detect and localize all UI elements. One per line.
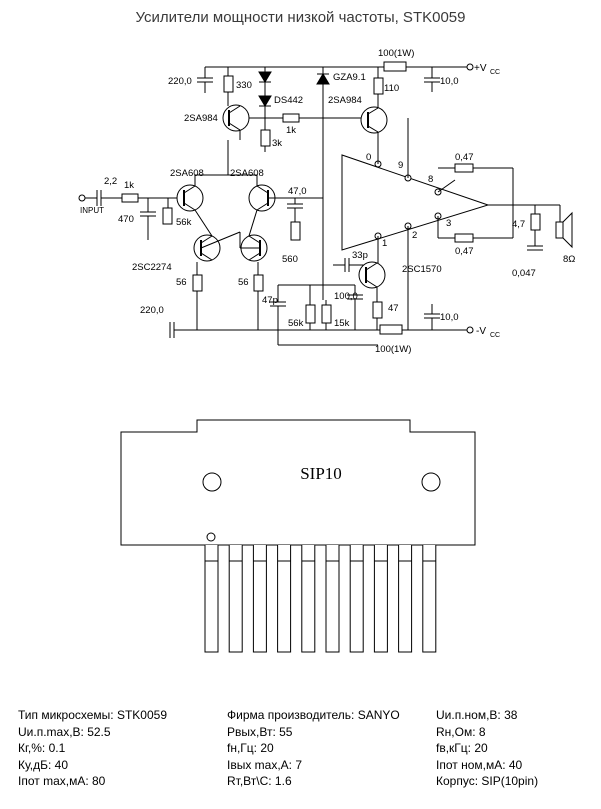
- page-title: Усилители мощности низкой частоты, STK00…: [135, 9, 466, 26]
- label-r330: 330: [236, 80, 252, 91]
- label-c33p: 33p: [352, 250, 368, 261]
- package-pin: [349, 545, 364, 653]
- label-r56-right: 56: [238, 277, 249, 288]
- package-pin: [204, 545, 219, 653]
- package-pin: [398, 545, 413, 653]
- label-vcc-neg-sub: CC: [490, 332, 500, 339]
- spec-item: Iпот ном,мА: 40: [436, 757, 523, 772]
- spec-item: Тип микросхемы: STK0059: [18, 708, 168, 722]
- label-c47: 47,0: [288, 186, 307, 197]
- mount-hole-left: [202, 472, 222, 492]
- spec-item: Iвых max,А: 7: [227, 757, 303, 772]
- label-r56k-b: 56k: [288, 318, 304, 329]
- label-c100: 100,0: [334, 291, 358, 302]
- amplifier-schematic: [78, 61, 573, 346]
- pin1-marker: [206, 532, 216, 542]
- label-input: INPUT: [80, 206, 104, 215]
- label-r15k: 15k: [334, 318, 350, 329]
- label-pin1: 1: [382, 238, 387, 249]
- label-gza: GZA9.1: [333, 72, 366, 83]
- label-ds442: DS442: [274, 95, 303, 106]
- label-r47: 47: [388, 303, 399, 314]
- spec-item: Rн,Ом: 8: [436, 724, 486, 739]
- spec-item: fн,Гц: 20: [227, 741, 274, 755]
- label-r560: 560: [282, 254, 298, 265]
- power-stage-block: [341, 154, 490, 251]
- label-speaker: 8Ω: [563, 254, 575, 265]
- spec-item: Pвых,Вт: 55: [227, 724, 293, 739]
- package-pin: [252, 545, 267, 653]
- spec-column-3: Uи.п.ном,В: 38 Rн,Ом: 8 fв,кГц: 20 Iпот …: [436, 707, 538, 790]
- label-vcc-pos: +V: [474, 63, 487, 74]
- spec-item: fв,кГц: 20: [436, 741, 488, 755]
- package-pin: [228, 545, 243, 653]
- package-pins: [204, 545, 437, 653]
- spec-item: Корпус: SIP(10pin): [436, 774, 539, 788]
- label-vcc-neg: -V: [476, 326, 486, 337]
- label-2sa984-right: 2SA984: [328, 95, 362, 106]
- label-r56-left: 56: [176, 277, 187, 288]
- mount-hole-right: [421, 472, 441, 492]
- label-c220-bot: 220,0: [140, 305, 164, 316]
- label-r56k: 56k: [176, 217, 192, 228]
- label-2sa608-right: 2SA608: [230, 168, 264, 179]
- spec-item: Iпот max,мА: 80: [18, 774, 106, 788]
- label-r4-7: 4,7: [512, 219, 525, 230]
- spec-item: Uи.п.max,В: 52.5: [18, 724, 111, 739]
- label-2sa608-left: 2SA608: [170, 168, 204, 179]
- label-vcc-pos-sub: CC: [490, 69, 500, 76]
- label-pin0: 0: [366, 152, 371, 163]
- label-r047-bot: 0,47: [455, 246, 474, 257]
- package-name: SIP10: [300, 464, 342, 483]
- package-pin: [277, 545, 292, 653]
- label-c0-047: 0,047: [512, 268, 536, 279]
- label-c470: 470: [118, 214, 134, 225]
- label-c2-2: 2,2: [104, 176, 117, 187]
- spec-item: Кг,%: 0.1: [18, 741, 66, 755]
- package-pin: [373, 545, 388, 653]
- label-2sa984-left: 2SA984: [184, 113, 218, 124]
- label-r047-top: 0,47: [455, 152, 474, 163]
- label-pin2: 2: [412, 230, 417, 241]
- resistor-100-bottom: [379, 324, 403, 335]
- label-r1k-mid: 1k: [286, 125, 296, 136]
- label-pin9: 9: [398, 160, 403, 171]
- spec-item: Rт,Вт\С: 1.6: [227, 774, 292, 788]
- schematic-labels: +V CC -V CC 100(1W) 100(1W) 220,0 10,0 1…: [80, 48, 575, 355]
- label-pin3: 3: [446, 218, 451, 229]
- label-c10-top: 10,0: [440, 76, 459, 87]
- package-body: [120, 419, 476, 546]
- package-pin: [301, 545, 316, 653]
- label-r-top: 100(1W): [378, 48, 414, 59]
- label-c47p: 47p: [262, 295, 278, 306]
- label-2sc2274: 2SC2274: [132, 262, 172, 273]
- package-pin: [422, 545, 437, 653]
- spec-item: Фирма производитель: SANYO: [227, 708, 400, 722]
- label-r3k: 3k: [272, 138, 282, 149]
- label-c220-top: 220,0: [168, 76, 192, 87]
- vcc-pos-terminal: [466, 63, 474, 71]
- vcc-neg-terminal: [466, 326, 474, 334]
- spec-column-2: Фирма производитель: SANYO Pвых,Вт: 55 f…: [227, 707, 400, 790]
- spec-item: Uи.п.ном,В: 38: [436, 708, 518, 722]
- label-r-bot: 100(1W): [375, 344, 411, 355]
- label-c10-bot: 10,0: [440, 312, 459, 323]
- label-2sc1570: 2SC1570: [402, 264, 442, 275]
- spec-item: Ку,дБ: 40: [18, 757, 69, 772]
- spec-column-1: Тип микросхемы: STK0059 Uи.п.max,В: 52.5…: [18, 707, 167, 790]
- package-pin: [325, 545, 340, 653]
- resistor-100-top: [383, 61, 407, 72]
- label-pin8: 8: [428, 174, 433, 185]
- label-r1k-in: 1k: [124, 180, 134, 191]
- label-r110: 110: [384, 83, 399, 94]
